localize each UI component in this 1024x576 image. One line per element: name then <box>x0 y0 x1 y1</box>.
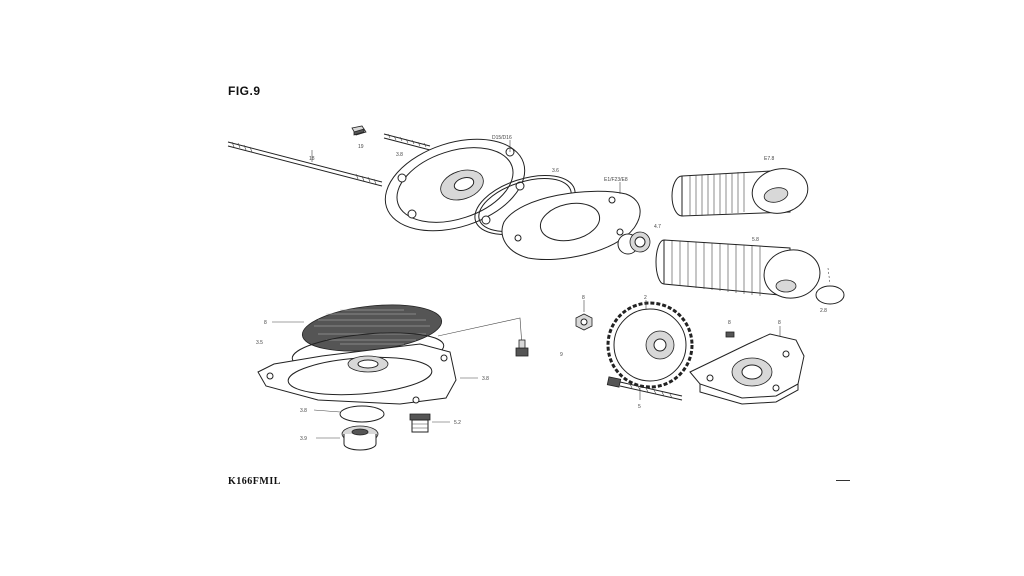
sump-cover <box>257 343 457 405</box>
plug-bolt-icon <box>409 413 431 433</box>
cover-plate <box>384 138 526 232</box>
model-label: K166FMIL <box>228 476 281 487</box>
callout-sprocket: 2 <box>644 295 647 301</box>
plug-icon <box>341 425 379 451</box>
key-pin <box>725 331 735 338</box>
spacer <box>617 231 651 255</box>
callout-bolt-small: 9 <box>560 352 563 358</box>
callout-stud-long: 18 <box>309 156 315 162</box>
callout-clip: 19 <box>358 144 364 150</box>
callout-filter-small: E7.8 <box>764 156 775 162</box>
callout-plug-bolt: 5.2 <box>454 420 461 426</box>
long-bolt-icon <box>606 376 683 401</box>
bolt-icon <box>437 317 529 357</box>
sprocket-icon <box>606 301 694 389</box>
large-filter-icon <box>655 239 821 299</box>
short-stud-icon <box>383 133 431 151</box>
callout-seal-ring: 3.5 <box>256 340 263 346</box>
nut-icon <box>575 313 593 331</box>
callout-oring-right: 2.8 <box>820 308 827 314</box>
callout-bolt-long: 5 <box>638 404 641 410</box>
callout-stud-short: 3.8 <box>396 152 403 158</box>
page-mark <box>836 480 850 481</box>
callout-key-pin: 8 <box>728 320 731 326</box>
callout-drain-plug: 3.9 <box>300 436 307 442</box>
pump-body <box>689 333 805 405</box>
callout-screen: 8 <box>264 320 267 326</box>
oring-right <box>815 285 845 305</box>
callout-nut-small: 8 <box>582 295 585 301</box>
stud-icon <box>227 141 383 187</box>
plug-washer <box>339 405 385 423</box>
callout-plug-washer: 3.8 <box>300 408 307 414</box>
figure-title: FIG.9 <box>228 84 261 98</box>
callout-gasket-plate: E1/F23/E8 <box>604 177 628 183</box>
callout-spacer: 4.7 <box>654 224 661 230</box>
filter-icon <box>671 168 809 217</box>
callout-gasket-ring: 3.6 <box>552 168 559 174</box>
callout-filter-large: 5.8 <box>752 237 759 243</box>
screen-mesh <box>301 304 443 352</box>
gasket-plate <box>501 190 641 261</box>
callout-cover-plate: D15/D16 <box>492 135 512 141</box>
callout-sump-cover: 3.8 <box>482 376 489 382</box>
callout-pump-body: 8 <box>778 320 781 326</box>
clip-icon <box>351 125 367 136</box>
